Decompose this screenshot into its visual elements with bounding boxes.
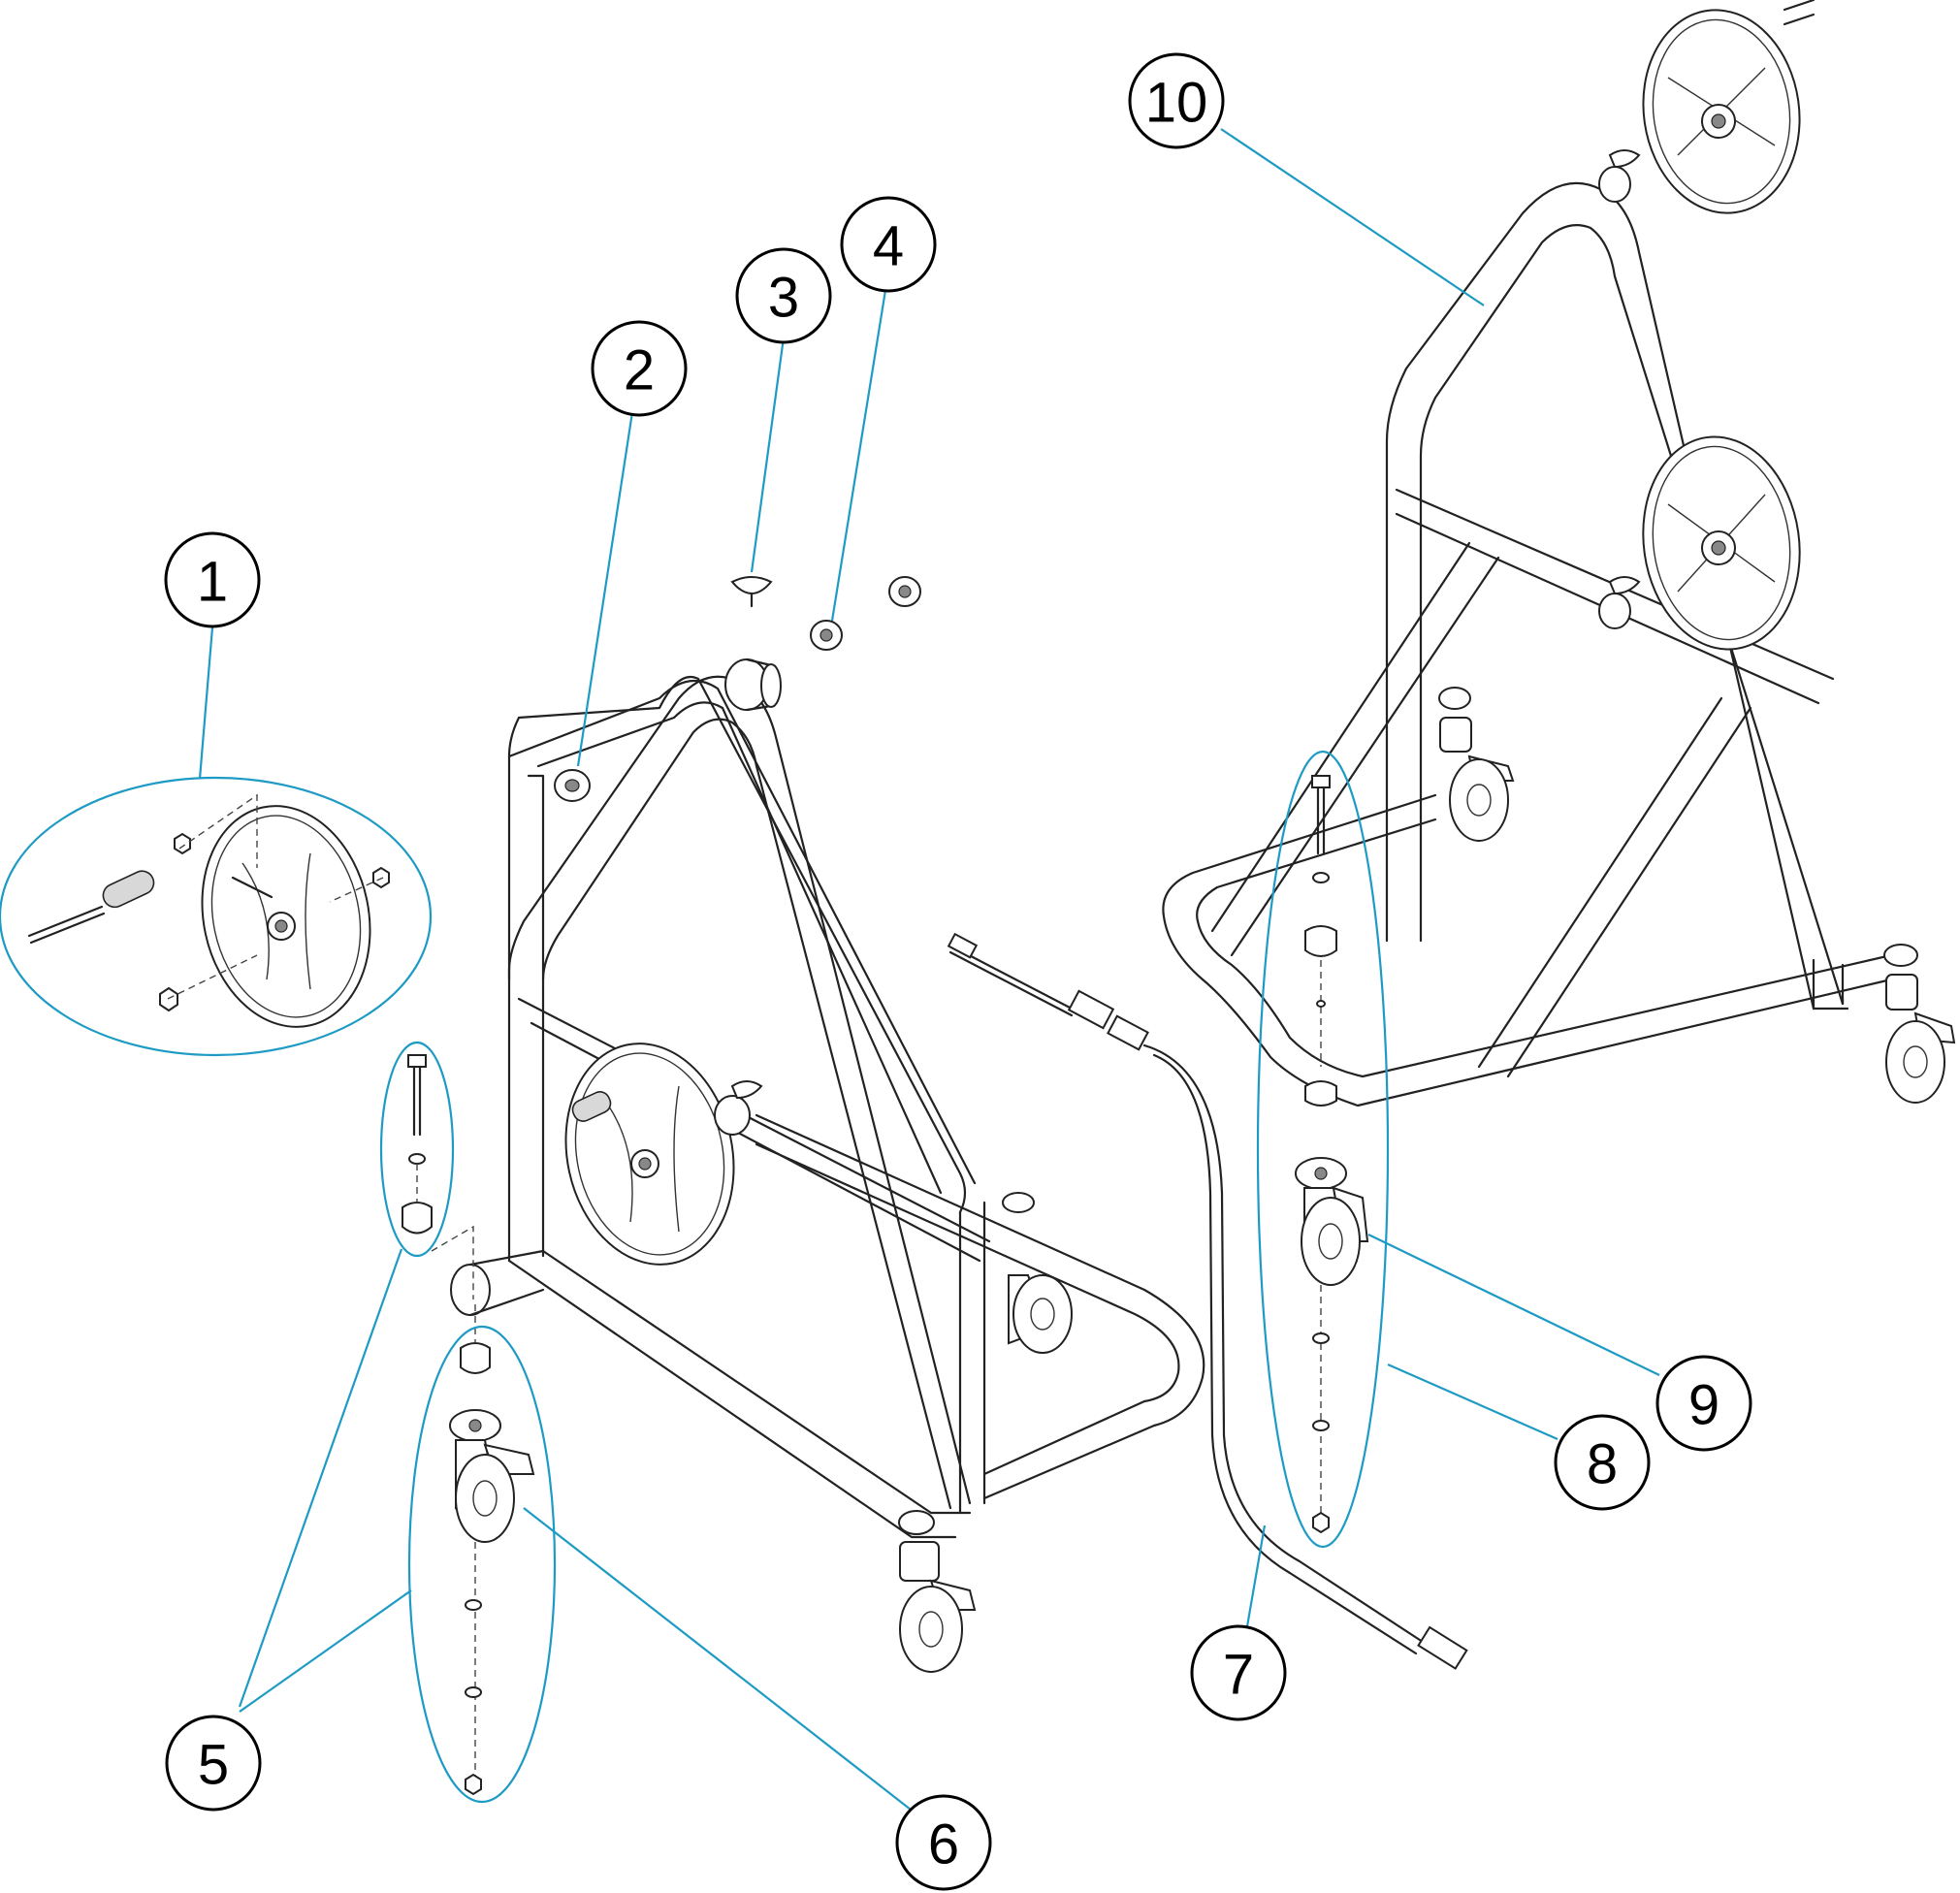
right-frame-upper-reel <box>1642 0 1815 214</box>
callout-1: 1 <box>164 531 261 628</box>
castor-set-part-6 <box>449 1304 535 1796</box>
callout-8-label: 8 <box>1587 1433 1618 1496</box>
right-frame-assembly <box>1162 181 1893 1107</box>
left-frame-castor-rear <box>1002 1192 1073 1354</box>
callout-1-label: 1 <box>197 551 228 614</box>
leader-5a <box>238 1248 403 1708</box>
group-ellipse-part-5-lower <box>407 1325 557 1804</box>
left-frame-castor-front <box>898 1510 977 1673</box>
castor-stack-part-8-9 <box>1295 775 1369 1534</box>
callout-7-label: 7 <box>1223 1644 1254 1707</box>
leader-9 <box>1367 1234 1660 1376</box>
bushing-part-2 <box>554 769 591 802</box>
left-frame-assembly <box>450 658 1205 1539</box>
callout-10-label: 10 <box>1145 72 1208 135</box>
right-frame-knobs <box>1598 149 1641 629</box>
callout-4: 4 <box>840 196 937 293</box>
leader-8 <box>1387 1363 1558 1441</box>
left-frame-knob-collar <box>714 1080 763 1136</box>
callout-3: 3 <box>735 247 832 344</box>
right-frame-lower-reel <box>1642 435 1801 651</box>
callout-6: 6 <box>895 1794 992 1891</box>
callout-3-label: 3 <box>768 267 799 330</box>
callout-9: 9 <box>1655 1355 1752 1452</box>
callout-4-label: 4 <box>873 215 904 278</box>
spare-collar <box>888 576 921 607</box>
leader-6 <box>523 1507 912 1811</box>
callout-2-label: 2 <box>624 339 655 402</box>
right-frame-castor-rear <box>1438 687 1515 842</box>
callout-5-label: 5 <box>198 1734 229 1797</box>
callout-2: 2 <box>591 320 688 417</box>
leader-10 <box>1220 128 1485 306</box>
callout-10: 10 <box>1128 52 1225 149</box>
callout-8: 8 <box>1554 1414 1651 1511</box>
group-ellipse-part-1 <box>0 776 433 1057</box>
collar-part-4 <box>810 620 843 651</box>
cable-part-7 <box>947 932 1468 1670</box>
callout-6-label: 6 <box>928 1813 959 1877</box>
group-ellipse-part-5-upper <box>379 1041 455 1258</box>
leader-1 <box>198 626 214 780</box>
leader-5b <box>239 1589 412 1713</box>
right-frame-castor-front <box>1883 944 1956 1104</box>
leader-4 <box>830 283 888 622</box>
leader-2 <box>576 411 634 767</box>
knob-part-3 <box>730 576 773 608</box>
callout-9-label: 9 <box>1688 1374 1719 1437</box>
callout-5: 5 <box>165 1715 262 1812</box>
leader-3 <box>750 337 786 573</box>
left-frame-reel-wheel <box>564 1043 735 1266</box>
callout-7: 7 <box>1190 1624 1287 1721</box>
bolt-set-part-5-upper <box>402 1054 474 1299</box>
wheel-exploded-part-1 <box>27 793 390 1028</box>
group-ellipse-part-8 <box>1256 750 1390 1549</box>
leader-7 <box>1244 1524 1267 1633</box>
